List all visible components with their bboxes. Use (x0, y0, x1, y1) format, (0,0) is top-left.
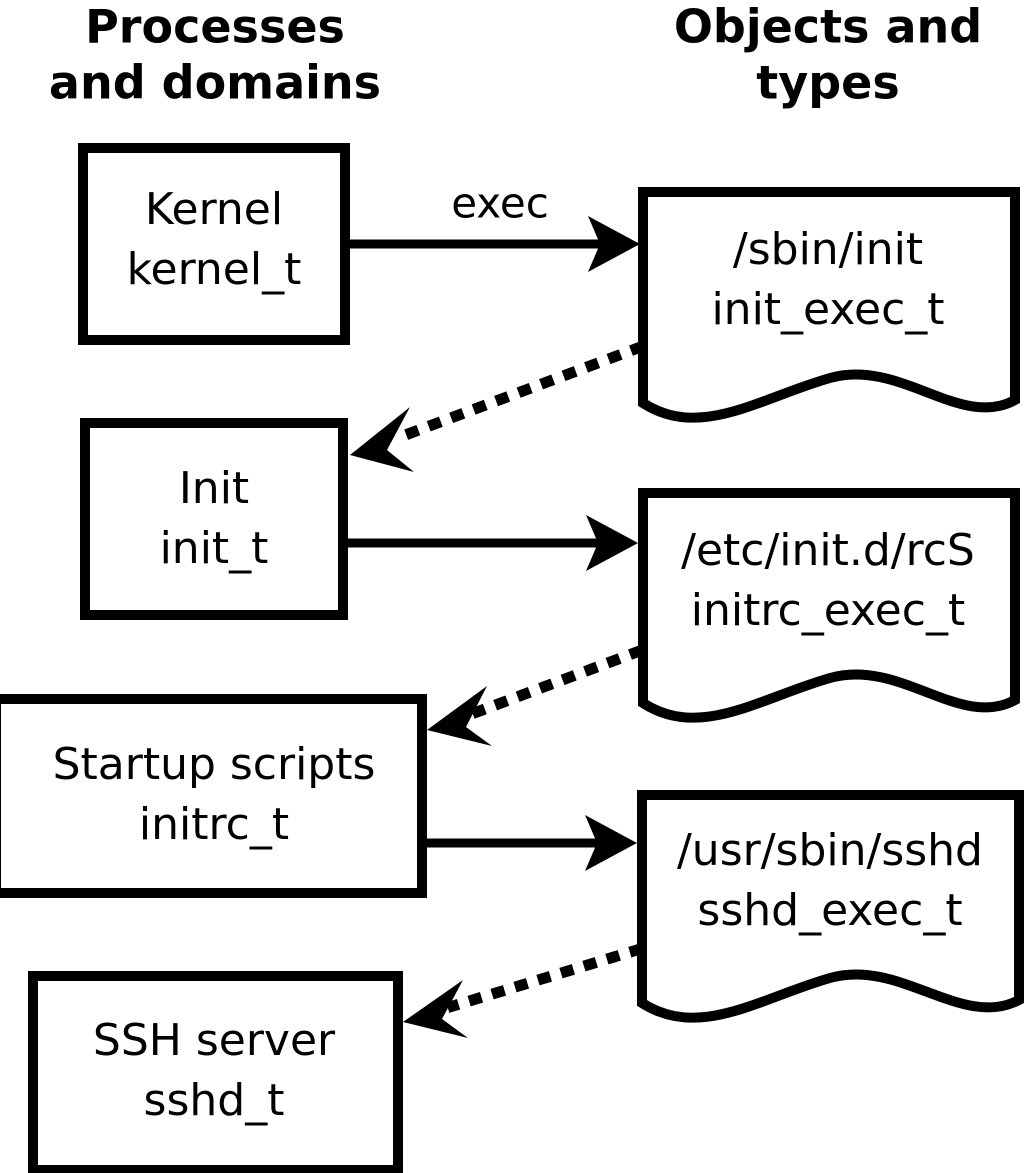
node-initrc-exec-document[interactable] (638, 488, 1020, 723)
node-kernel[interactable]: Kernel kernel_t (78, 143, 350, 345)
node-sshd-line2: sshd_t (144, 1075, 285, 1126)
node-initrc-exec[interactable]: /etc/init.d/rcS initrc_exec_t (638, 488, 1020, 723)
edge-sshd-exec-transition-sshd (403, 943, 644, 1038)
node-sshd-exec-line1: /usr/sbin/sshd (677, 825, 983, 876)
node-init[interactable]: Init init_t (80, 418, 348, 620)
column-header-objects-line2: types (756, 56, 899, 110)
arrowhead-initrc-transition (427, 686, 492, 746)
node-init-exec[interactable]: /sbin/init init_exec_t (638, 187, 1020, 423)
node-kernel-line1: Kernel (145, 184, 283, 235)
node-initrc[interactable]: Startup scripts initrc_t (0, 694, 427, 898)
arrowhead-initrc-exec (585, 815, 637, 871)
node-initrc-box[interactable] (0, 694, 427, 898)
edge-line-sshd-transition (446, 943, 644, 1013)
arrowhead-sshd-transition (403, 980, 468, 1038)
column-header-processes-line2: and domains (49, 56, 381, 110)
node-init-exec-line2: init_exec_t (711, 284, 944, 335)
node-sshd-line1: SSH server (93, 1015, 336, 1066)
arrowhead-init-transition (350, 407, 414, 472)
arrowhead-init-exec (586, 515, 638, 571)
edge-init-exec-initrc-exec (348, 515, 638, 571)
arrowhead-kernel-exec (588, 216, 640, 272)
node-initrc-line2: initrc_t (139, 799, 289, 850)
node-kernel-line2: kernel_t (127, 244, 302, 295)
edge-kernel-exec-init-exec: exec (350, 179, 640, 272)
edge-line-init-transition (392, 340, 646, 445)
node-init-line2: init_t (160, 523, 269, 574)
node-initrc-line1: Startup scripts (53, 739, 376, 790)
node-kernel-box[interactable] (78, 143, 350, 345)
node-init-exec-document[interactable] (638, 187, 1020, 423)
node-init-box[interactable] (80, 418, 348, 620)
edge-initrc-exec-sshd-exec (427, 815, 637, 871)
node-sshd[interactable]: SSH server sshd_t (28, 971, 403, 1173)
node-initrc-exec-line2: initrc_exec_t (691, 585, 965, 636)
node-sshd-exec-line2: sshd_exec_t (697, 885, 962, 936)
node-init-exec-line1: /sbin/init (733, 224, 923, 275)
edge-label-exec: exec (451, 179, 549, 228)
edge-line-initrc-transition (469, 644, 645, 720)
column-header-processes-line1: Processes (85, 0, 345, 54)
column-header-processes: Processes and domains (49, 0, 381, 110)
edge-init-exec-transition-init (350, 340, 646, 472)
edge-initrc-exec-transition-initrc (427, 644, 645, 746)
column-header-objects-line1: Objects and (674, 0, 982, 54)
node-sshd-exec-document[interactable] (637, 790, 1024, 1023)
node-sshd-exec[interactable]: /usr/sbin/sshd sshd_exec_t (637, 790, 1024, 1023)
node-init-line1: Init (179, 463, 249, 514)
node-initrc-exec-line1: /etc/init.d/rcS (681, 525, 975, 576)
column-header-objects: Objects and types (674, 0, 982, 110)
node-sshd-box[interactable] (28, 971, 403, 1173)
